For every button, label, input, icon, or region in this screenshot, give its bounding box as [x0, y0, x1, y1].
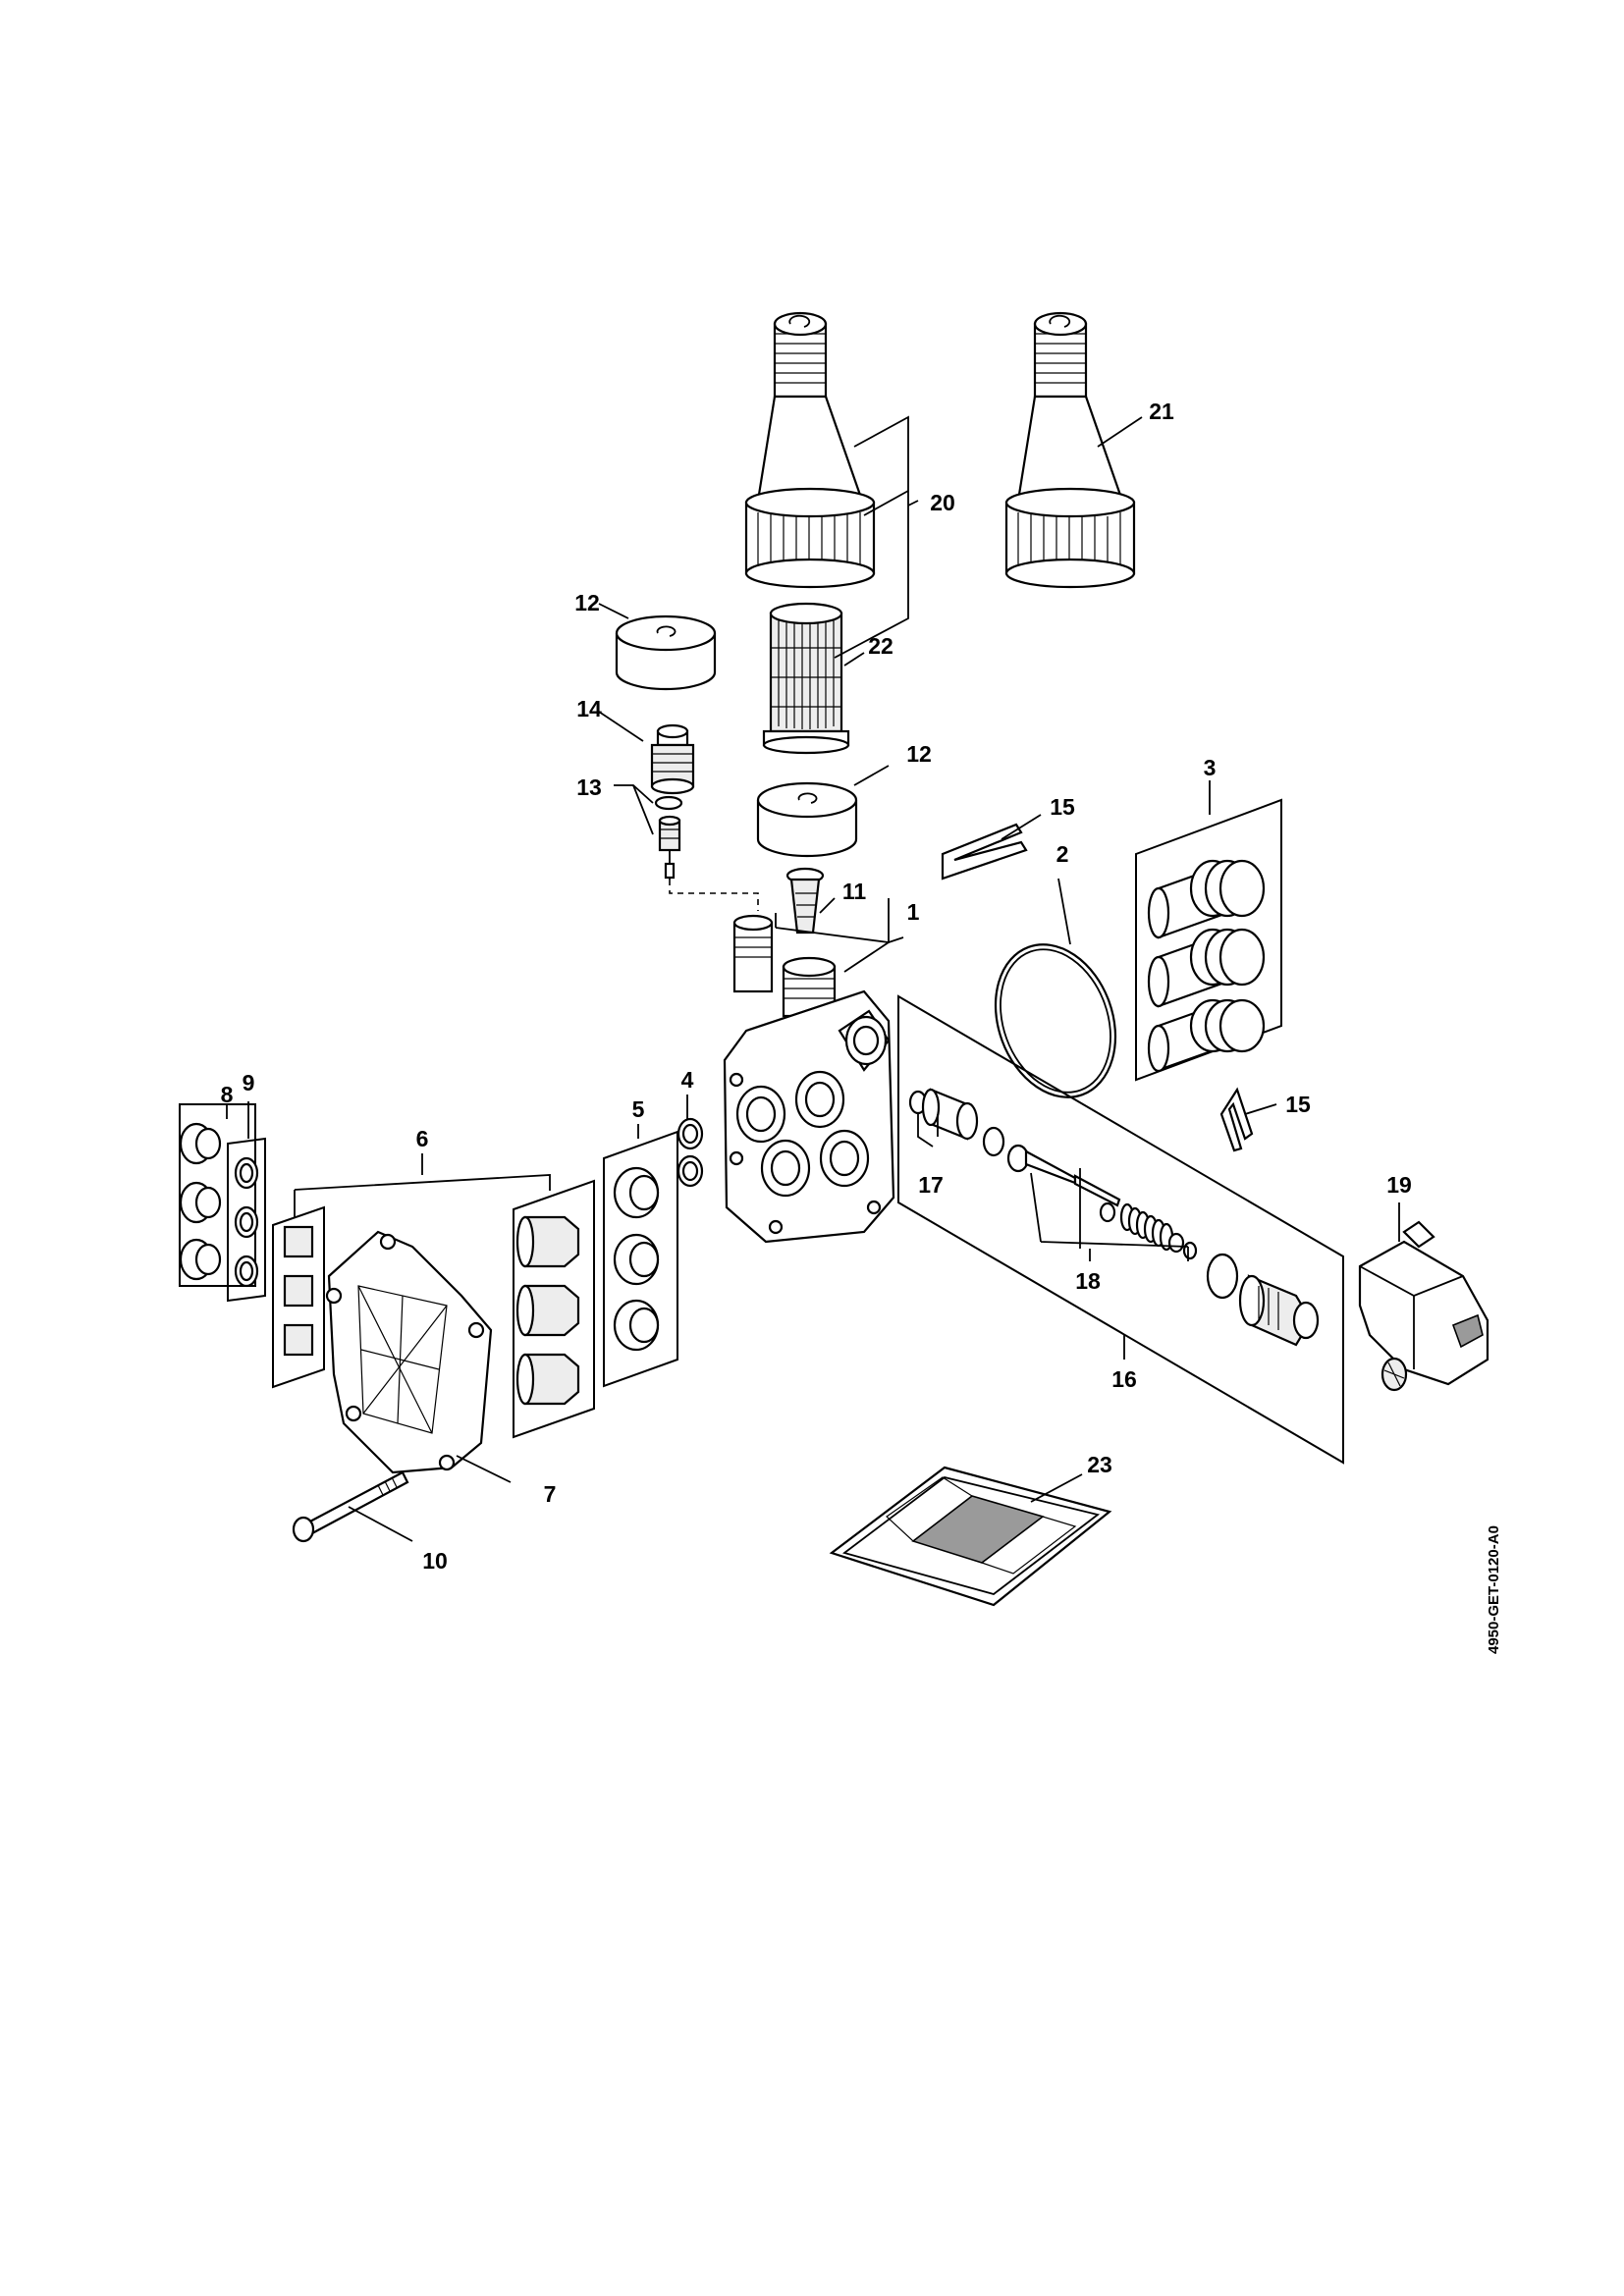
- part-16-unloader-housing: [1206, 1253, 1320, 1347]
- callout-18: 18: [1075, 1268, 1101, 1294]
- callout-10: 10: [422, 1548, 448, 1574]
- callout-21: 21: [1149, 399, 1174, 424]
- part-9-o-rings: [227, 1137, 266, 1303]
- part-2-o-ring: [994, 943, 1117, 1098]
- part-11-filter-insert: [785, 867, 825, 934]
- part-13-pin: [654, 795, 683, 880]
- part-20-accumulator: [744, 311, 876, 589]
- part-4-o-rings: [677, 1117, 704, 1188]
- callout-15-upper: 15: [1050, 794, 1075, 820]
- callout-22: 22: [868, 633, 893, 659]
- callout-23: 23: [1087, 1452, 1112, 1477]
- part-19-switch: [1358, 1220, 1489, 1392]
- part-17-seat: [908, 1088, 1005, 1157]
- callout-13: 13: [576, 774, 602, 800]
- part-12-ring-lower: [756, 781, 858, 858]
- callout-12-upper: 12: [574, 590, 600, 615]
- part-23-gasket-set: [829, 1466, 1112, 1607]
- part-3-piston-kit: [1135, 798, 1282, 1082]
- part-10-bolt: [292, 1470, 409, 1543]
- callout-14: 14: [576, 696, 602, 721]
- part-15-clip-lower: [1219, 1087, 1254, 1152]
- callout-17: 17: [918, 1172, 944, 1198]
- part-22-filter: [762, 602, 850, 755]
- dashed-leader: [669, 880, 759, 911]
- callout-7: 7: [544, 1481, 557, 1507]
- callout-3: 3: [1204, 755, 1217, 780]
- part-18-piston-shaft: [1006, 1144, 1198, 1260]
- callout-6: 6: [416, 1126, 429, 1151]
- callout-16: 16: [1111, 1366, 1137, 1392]
- part-8-plugs: [179, 1103, 256, 1287]
- callout-8: 8: [221, 1082, 234, 1107]
- callout-5: 5: [632, 1096, 645, 1122]
- drawing-code: 4950-GET-0120-A0: [1486, 1525, 1502, 1654]
- callout-20: 20: [930, 490, 955, 515]
- part-6-check-valves: [272, 1179, 595, 1439]
- part-15-clip-upper: [941, 823, 1028, 881]
- part-21-accumulator: [1004, 311, 1136, 589]
- leader-lines: [226, 415, 1400, 1542]
- callout-9: 9: [243, 1070, 255, 1095]
- part-16-unloader-kit: [897, 994, 1344, 1465]
- callout-15-lower: 15: [1285, 1092, 1311, 1117]
- part-5-seal-kit: [603, 1130, 678, 1388]
- part-12-ring-upper: [615, 614, 717, 691]
- callout-19: 19: [1386, 1172, 1412, 1198]
- callout-4: 4: [681, 1067, 694, 1093]
- part-14-valve: [650, 723, 695, 795]
- callout-2: 2: [1056, 841, 1069, 867]
- callouts: 1 2 3 4 5 6 7 8 9 10 11 12 12 13 14 15 1…: [221, 399, 1412, 1574]
- part-1-pump-head: [723, 914, 895, 1244]
- callout-12-lower: 12: [906, 741, 932, 767]
- callout-1: 1: [907, 899, 920, 925]
- part-7-manifold: [325, 1230, 493, 1474]
- callout-11: 11: [842, 879, 867, 904]
